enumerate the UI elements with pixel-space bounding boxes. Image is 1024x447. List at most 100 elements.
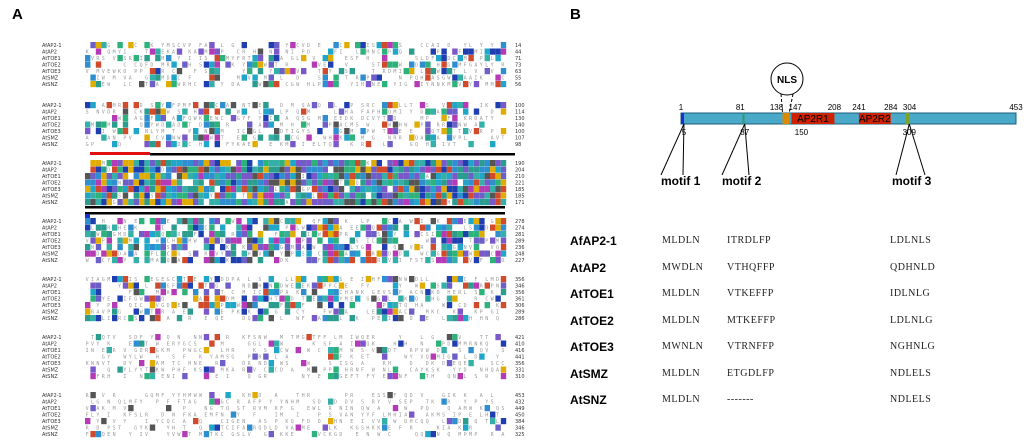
alignment-residue: L — [312, 82, 315, 88]
alignment-residue: W — [113, 129, 117, 135]
alignment-residue-cell — [214, 218, 220, 225]
alignment-residue: H — [188, 361, 191, 367]
alignment-residue-cell — [425, 108, 431, 115]
alignment-residue-cell — [122, 166, 129, 173]
position-label: 284 — [884, 103, 898, 112]
alignment-residue: L — [442, 316, 445, 322]
alignment-residue-cell — [495, 192, 501, 199]
alignment-residue: P — [399, 290, 402, 296]
alignment-residue-cell — [263, 81, 269, 88]
alignment-residue: G — [118, 310, 121, 316]
alignment-residue-cell — [203, 276, 210, 283]
alignment-residue: T — [188, 432, 191, 438]
alignment-residue-cell — [139, 166, 145, 173]
alignment-residue: L — [356, 50, 359, 56]
alignment-residue-cell — [155, 315, 161, 322]
alignment-residue-cell — [155, 160, 161, 167]
alignment-residue: R — [480, 284, 484, 290]
alignment-residue-cell — [387, 160, 393, 167]
alignment-residue: L — [464, 226, 467, 232]
alignment-residue-cell — [90, 405, 96, 412]
alignment-residue-cell — [128, 166, 134, 173]
alignment-residue: I — [345, 406, 348, 412]
alignment-residue: M — [437, 413, 440, 419]
alignment-residue-cell — [441, 179, 447, 186]
alignment-residue-cell — [112, 160, 118, 167]
alignment-residue-cell — [441, 347, 447, 354]
alignment-residue: R — [383, 69, 387, 75]
alignment-residue-cell — [203, 160, 210, 167]
alignment-residue: Y — [167, 426, 170, 432]
alignment-residue: G — [447, 355, 450, 361]
alignment-residue-cell — [220, 173, 226, 180]
alignment-residue: K — [215, 432, 218, 438]
alignment-residue-cell — [268, 431, 274, 438]
alignment-residue: A — [420, 303, 423, 309]
alignment-residue-cell — [409, 134, 415, 141]
alignment-residue: H — [345, 110, 348, 116]
alignment-residue-cell — [112, 257, 118, 264]
alignment-residue-cell — [290, 231, 296, 238]
alignment-residue-cell — [441, 224, 447, 231]
alignment-residue-cell — [214, 179, 220, 186]
alignment-residue: A — [285, 290, 288, 296]
alignment-residue-cell — [155, 308, 161, 315]
alignment-residue: P — [231, 277, 234, 283]
alignment-residue-cell — [101, 166, 107, 173]
alignment-residue-cell — [382, 42, 388, 49]
position-label: 208 — [828, 103, 842, 112]
alignment-residue: S — [312, 400, 315, 406]
alignment-residue-cell — [446, 418, 453, 425]
alignment-residue-cell — [452, 166, 458, 173]
alignment-ap2r1-bar-end — [85, 206, 505, 209]
alignment-residue: I — [161, 226, 164, 232]
alignment-residue: E — [453, 361, 456, 367]
motif3-mark — [905, 113, 910, 124]
alignment-residue-cell — [268, 192, 274, 199]
alignment-residue-cell — [387, 166, 393, 173]
alignment-residue: P — [140, 69, 143, 75]
motif3-sequence: NDLELS — [890, 394, 932, 405]
alignment-residue: P — [372, 316, 375, 322]
alignment-seq-name: AtSMZ — [42, 310, 59, 316]
alignment-residue: T — [145, 50, 148, 56]
alignment-residue: Q — [415, 76, 418, 82]
alignment-residue-cell — [117, 366, 123, 373]
alignment-residue-cell — [247, 257, 253, 264]
alignment-residue: I — [442, 355, 445, 361]
alignment-residue: A — [172, 310, 175, 316]
alignment-residue-cell — [90, 237, 96, 244]
alignment-residue: S — [86, 110, 89, 116]
alignment-residue: T — [275, 297, 278, 303]
alignment-residue-cell — [144, 121, 150, 128]
alignment-residue-cell — [301, 199, 307, 206]
alignment-residue-cell — [376, 166, 382, 173]
alignment-residue: F — [393, 393, 396, 399]
alignment-residue-cell — [500, 218, 507, 225]
alignment-residue-cell — [360, 48, 366, 55]
alignment-residue-cell — [500, 237, 507, 244]
alignment-residue: G — [302, 335, 305, 341]
alignment-residue: A — [226, 103, 229, 109]
alignment-residue: E — [204, 413, 207, 419]
alignment-residue-cell — [452, 160, 458, 167]
nls-region — [782, 113, 790, 124]
alignment-residue-cell — [468, 166, 474, 173]
alignment-residue-cell — [425, 431, 431, 438]
alignment-residue: E — [356, 432, 359, 438]
alignment-residue: D — [226, 277, 229, 283]
alignment-residue: Y — [167, 432, 170, 438]
alignment-residue-cell — [452, 295, 458, 302]
alignment-residue-cell — [425, 199, 431, 206]
alignment-residue-cell — [112, 179, 118, 186]
alignment-residue-cell — [166, 179, 172, 186]
alignment-residue-cell — [382, 61, 388, 68]
alignment-residue-cell — [452, 48, 458, 55]
alignment-residue-cell — [463, 315, 469, 322]
alignment-residue-cell — [274, 173, 280, 180]
alignment-residue-cell — [139, 315, 145, 322]
alignment-residue: I — [350, 342, 353, 348]
alignment-residue-cell — [263, 353, 269, 360]
alignment-residue-cell — [155, 173, 161, 180]
alignment-residue: L — [123, 400, 126, 406]
